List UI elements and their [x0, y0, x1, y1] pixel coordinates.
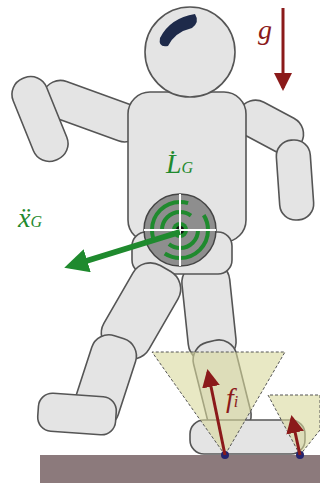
gravity-label: g: [258, 16, 272, 44]
visor: [160, 14, 197, 46]
momentum-rate-label: L̇G: [166, 150, 193, 178]
ground: [40, 455, 320, 483]
acceleration-label: ẍG: [18, 204, 42, 232]
force-label: fi: [226, 384, 238, 412]
